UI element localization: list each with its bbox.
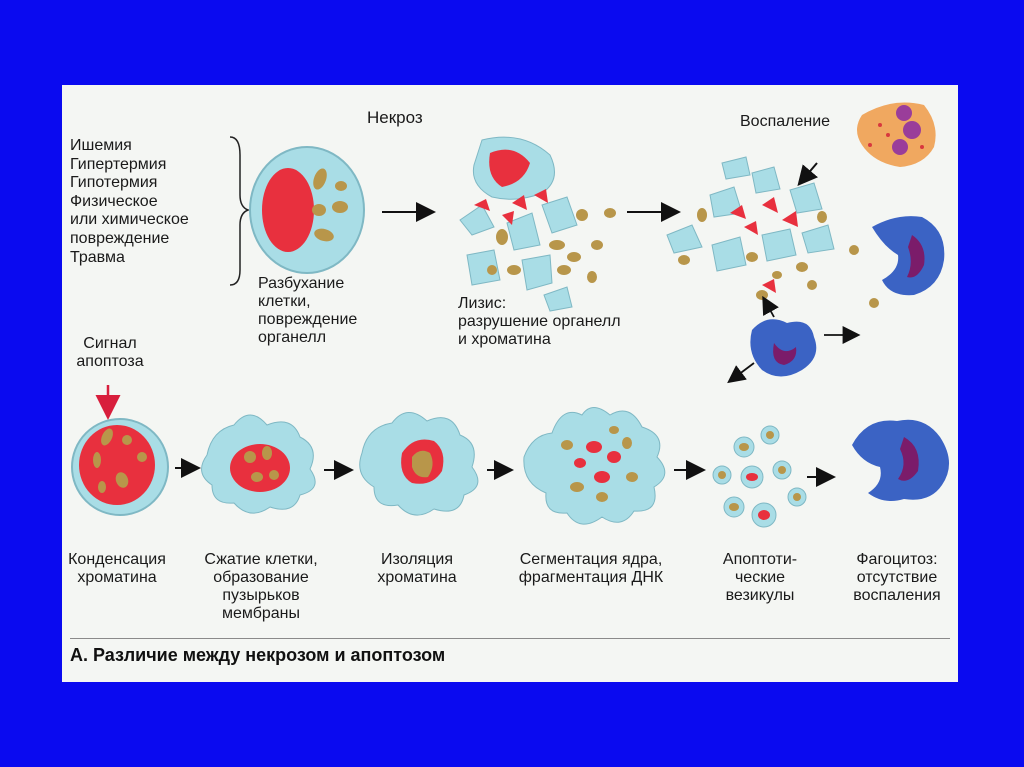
cell-nuclear-segmentation	[523, 407, 666, 525]
diagram-panel: Ишемия Гипертермия Гипотермия Физическое…	[62, 85, 958, 682]
inflammation-label: Воспаление	[740, 113, 831, 130]
cell-shrinkage	[201, 414, 316, 514]
figure-caption: А. Различие между некрозом и апоптозом	[70, 638, 950, 666]
apoptotic-vesicles-label: Апоптоти- ческие везикулы	[722, 551, 798, 604]
cell-debris	[666, 156, 879, 308]
apoptosis-signal-label: Сигнал апоптоза	[76, 335, 144, 370]
swollen-cell	[249, 146, 365, 274]
cell-shrinkage-label: Сжатие клетки, образование пузырьков мем…	[204, 551, 318, 622]
cell-chromatin-condensation	[71, 418, 169, 516]
macrophage-middle	[750, 319, 817, 377]
arrow-inflammation-pointer	[797, 162, 818, 187]
lysing-cell	[459, 136, 616, 312]
necrosis-title: Некроз	[367, 108, 423, 127]
cell-chromatin-isolation	[359, 412, 479, 516]
chromatin-condensation-label: Конденсация хроматина	[68, 551, 166, 586]
chromatin-isolation-label: Изоляция хроматина	[377, 551, 457, 586]
macrophage-phagocytosis	[852, 419, 950, 501]
apoptotic-vesicles	[712, 425, 807, 528]
arrow-macrophage-down	[727, 362, 755, 384]
cell-swelling-label: Разбухание клетки, повреждение органелл	[258, 275, 358, 346]
lysis-label: Лизис: разрушение органелл и хроматина	[458, 295, 621, 348]
phagocytosis-label: Фагоцитоз: отсутствие воспаления	[853, 551, 941, 604]
causes-bracket	[229, 136, 251, 286]
inflammatory-cell	[857, 102, 936, 167]
arrow-macrophage-up	[762, 295, 779, 318]
cell-death-diagram	[71, 102, 950, 528]
necrosis-causes-list: Ишемия Гипертермия Гипотермия Физическое…	[70, 137, 189, 266]
macrophage-upper	[872, 216, 945, 296]
nuclear-segmentation-label: Сегментация ядра, фрагментация ДНК	[518, 551, 664, 586]
